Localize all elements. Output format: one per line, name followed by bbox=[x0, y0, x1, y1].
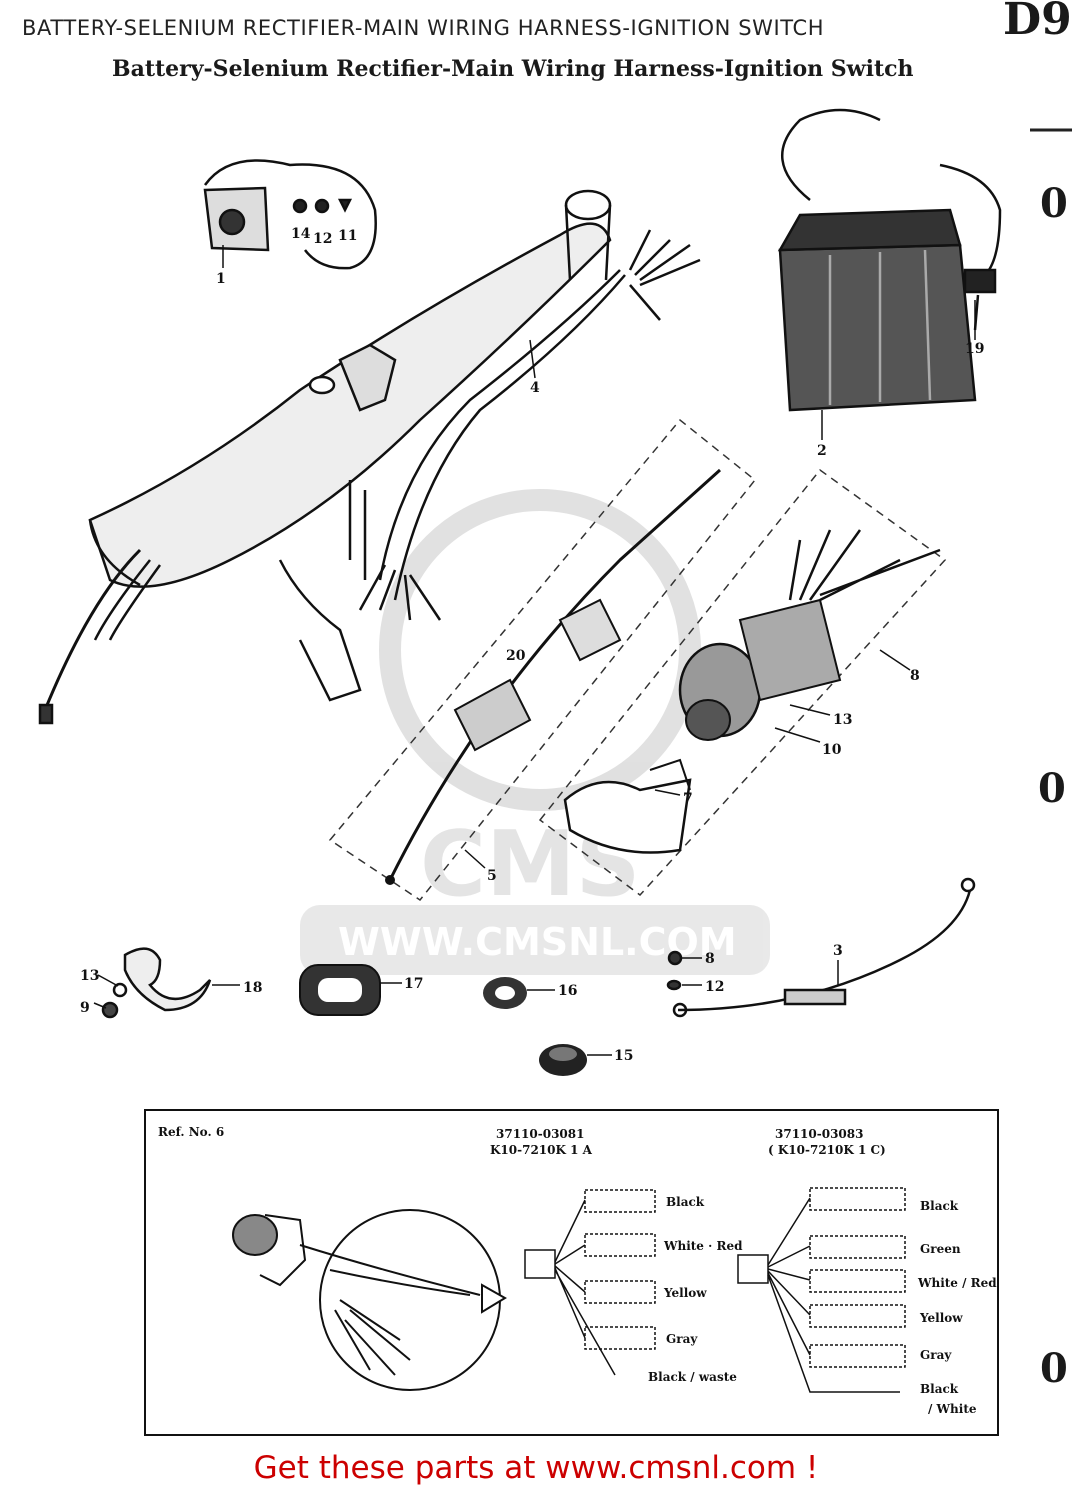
callout: 18 bbox=[243, 980, 262, 996]
callout: 5 bbox=[487, 868, 497, 884]
wire-color-c: / White bbox=[928, 1402, 977, 1416]
part-bracket bbox=[203, 159, 377, 270]
part-grommet-large bbox=[299, 964, 381, 1016]
diagram-subtitle: Battery-Selenium Rectifier-Main Wiring H… bbox=[112, 56, 914, 82]
callout: 13 bbox=[833, 712, 852, 728]
callout: 20 bbox=[506, 648, 526, 664]
callout: 10 bbox=[822, 742, 842, 758]
part-battery bbox=[777, 108, 1002, 412]
callout: 4 bbox=[530, 380, 540, 396]
side-mark: 0 bbox=[1038, 765, 1066, 812]
wire-color-c: Black bbox=[920, 1199, 959, 1213]
page-title: BATTERY-SELENIUM RECTIFIER-MAIN WIRING H… bbox=[22, 16, 825, 40]
wiring-inset: Ref. No. 6 37110-03081 K10-7210K 1 A 371… bbox=[144, 1109, 999, 1436]
page-code: D9 bbox=[1003, 0, 1072, 45]
footer-link[interactable]: Get these parts at www.cmsnl.com ! bbox=[253, 1450, 819, 1486]
wire-color-a: Black / waste bbox=[648, 1370, 737, 1384]
part-cap bbox=[539, 1044, 587, 1076]
wire-color-c: Gray bbox=[920, 1348, 952, 1362]
callout: 8 bbox=[705, 951, 715, 967]
side-mark: 0 bbox=[1040, 180, 1068, 227]
callout: 9 bbox=[80, 1000, 90, 1016]
variant-c-part-no: 37110-03083 bbox=[775, 1127, 863, 1141]
wire-color-a: White · Red bbox=[663, 1239, 743, 1253]
callout: 17 bbox=[404, 976, 423, 992]
variant-a-model: K10-7210K 1 A bbox=[490, 1143, 593, 1157]
wire-color-c: Yellow bbox=[919, 1311, 963, 1325]
wire-color-c: Black bbox=[920, 1382, 959, 1396]
callout: 7 bbox=[683, 791, 693, 807]
wire-color-a: Black bbox=[666, 1195, 705, 1209]
callout: 3 bbox=[833, 943, 843, 959]
leader-lines bbox=[93, 245, 976, 1056]
callout: 16 bbox=[558, 983, 577, 999]
part-clamp bbox=[101, 947, 212, 1019]
wire-color-a: Gray bbox=[666, 1332, 698, 1346]
part-selenium-rectifier bbox=[328, 418, 757, 902]
part-main-harness-frame bbox=[38, 189, 701, 725]
callout: 12 bbox=[313, 231, 332, 247]
part-grommet-small bbox=[483, 977, 527, 1009]
wire-color-c: White / Red bbox=[917, 1276, 997, 1290]
variant-a-part-no: 37110-03081 bbox=[496, 1127, 584, 1141]
callout: 14 bbox=[291, 226, 311, 242]
callout: 15 bbox=[614, 1048, 633, 1064]
part-fuse-cable bbox=[666, 877, 976, 1018]
callout: 19 bbox=[965, 341, 984, 357]
callout: 2 bbox=[817, 443, 827, 459]
variant-c-model: ( K10-7210K 1 C) bbox=[768, 1143, 886, 1157]
callout: 12 bbox=[705, 979, 724, 995]
callout: 13 bbox=[80, 968, 99, 984]
callout: 8 bbox=[910, 668, 920, 684]
side-mark: 0 bbox=[1040, 1345, 1068, 1392]
wire-color-a: Yellow bbox=[663, 1286, 707, 1300]
inset-ref-label: Ref. No. 6 bbox=[158, 1125, 224, 1139]
callout: 1 bbox=[216, 271, 226, 287]
callout: 11 bbox=[338, 228, 357, 244]
wire-color-c: Green bbox=[920, 1242, 961, 1256]
part-ignition-switch bbox=[538, 468, 947, 897]
